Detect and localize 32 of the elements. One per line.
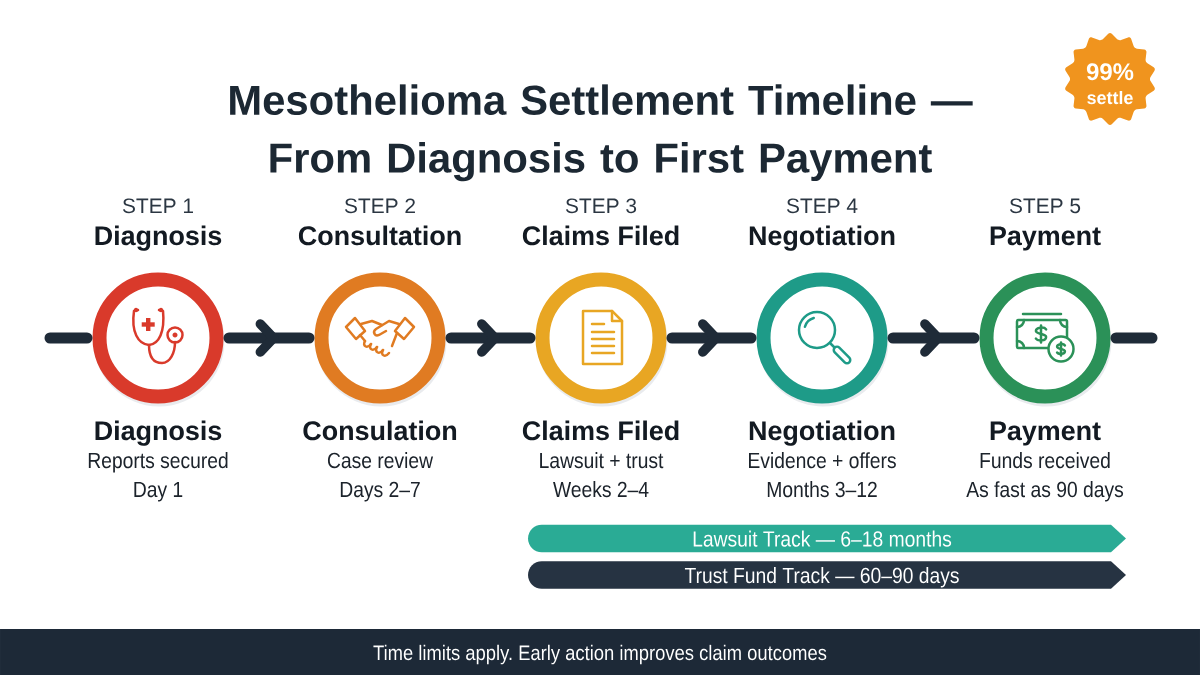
step-name: Diagnosis	[95, 420, 222, 446]
step-title: Diagnosis	[95, 225, 222, 251]
step-duration: Days 2–7	[340, 481, 420, 502]
step-description: Lawsuit + trust	[540, 452, 664, 469]
step-number: STEP 2	[344, 198, 415, 214]
step-name: Consulation	[303, 420, 457, 441]
step-number: STEP 1	[122, 198, 193, 214]
step-duration: As fast as 90 days	[966, 481, 1124, 502]
track-banner: Lawsuit Track — 6–18 months	[528, 524, 1126, 553]
step-description: Evidence + offers	[749, 452, 896, 469]
step-duration: Day 1	[134, 481, 183, 502]
starburst-badge: 99% settle	[1065, 33, 1155, 125]
footer-bar: Time limits apply. Early action improves claim outcomes	[0, 629, 1200, 675]
step-description: Case review	[327, 452, 434, 469]
step-title: Negotiation	[749, 225, 895, 251]
step-number: STEP 5	[1009, 198, 1081, 214]
step-title: Payment	[990, 226, 1101, 251]
step-number: STEP 4	[786, 198, 858, 214]
step-duration: Weeks 2–4	[553, 481, 649, 498]
step-name: Claims Filed	[522, 420, 679, 441]
step-number: STEP 3	[565, 198, 637, 214]
step-name: Negotiation	[749, 420, 895, 446]
step-title: Claims Filed	[522, 225, 679, 246]
connector-line	[1110, 332, 1158, 344]
step-duration: Months 3–12	[767, 481, 877, 498]
step-title: Consultation	[298, 225, 461, 246]
step-description: Funds received	[980, 452, 1110, 469]
connector-line	[44, 332, 93, 344]
track-banner: Trust Fund Track — 60–90 days	[528, 561, 1126, 589]
step-name: Payment	[990, 421, 1101, 446]
step-description: Reports secured	[88, 452, 228, 473]
title: Mesothelioma Settlement Timeline — From Diagnosis to First Payment	[230, 84, 973, 182]
